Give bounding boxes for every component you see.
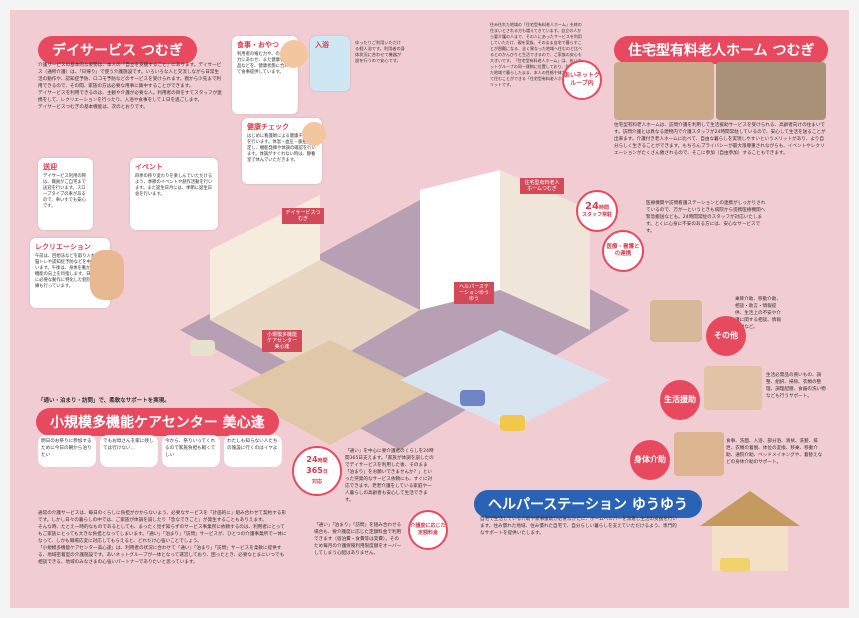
card-recreation-title: レクリエーション	[35, 243, 91, 251]
nursing-body: 住宅型有料老人ホームは、訪問介護を利用して生活援助サービスを受けられる、高齢者向…	[614, 123, 826, 156]
comic-4: わたしも知らない人たちの施設に行くのはイヤよ	[224, 435, 282, 467]
helper-floor	[400, 330, 610, 430]
nursing-tower-side	[500, 170, 590, 330]
fee-badge: 介護度に応じた定額料金	[408, 510, 448, 550]
fee-text: 「通い」「泊まり」「訪問」を組み合わせる場合も、要介護度に応じた定額料金で利用で…	[314, 523, 402, 556]
hours-unit: 時間	[317, 458, 328, 464]
group-text: 住み住れた地域の「住宅型有料老人ホーム」を終の住まいとされる方も増えてきています…	[490, 22, 582, 87]
service-body-badge: 身体介助	[630, 440, 670, 480]
recreation-illustration	[90, 250, 124, 300]
card-meal-text: 利用者の噛む力や、のみこむ力にあわせ、また健康管や食品などを、健康状態に合わせて…	[237, 52, 293, 75]
dayservice-title: デイサービス つむぎ	[38, 36, 197, 64]
service-body-photo	[674, 432, 724, 476]
hours-badge: 24時間 365日 対応	[292, 446, 342, 496]
nursing-tower	[420, 170, 500, 310]
medical-text: 医療機関や訪問看護ステーションとの連携がしっかりされているので、万が一というとき…	[646, 201, 766, 234]
car-icon	[460, 390, 485, 406]
service-life-photo	[704, 366, 762, 410]
comic-2: でもお母さんを家に残しては行けない…	[100, 435, 158, 467]
service-other-text: 乗降介助、移動介助、相談・助言・情報提供、生活上の不安や介護に関する相談、情報提…	[735, 297, 781, 330]
comic-3: 今から、祭りいってくれるので家族負担も軽くてしい	[162, 435, 220, 467]
days-num: 365	[306, 466, 323, 475]
card-health-text: はじめに看護師による健康チェックを行います。体温・血圧・脈拍を測定し、機能発揮や…	[247, 134, 316, 163]
card-event-text: 四季の移り変わりを楽しんでいただけるよう、季節のイベントや創作活動を行います。ま…	[135, 174, 213, 197]
hours-num: 24	[306, 455, 318, 464]
card-event-title: イベント	[135, 163, 163, 171]
house-illustration	[700, 491, 800, 572]
card-bath-image: 入浴	[310, 36, 350, 91]
helper-body: 自宅で生活している介助や家事援助が必要なかたに、ホームヘルパーを派遣し生活の支援…	[480, 517, 678, 536]
service-life-badge: 生活援助	[660, 380, 700, 420]
days-unit: 日	[322, 469, 328, 475]
staff-label: スタッフ常駐	[581, 212, 612, 218]
card-transport-text: デイサービス利用の際は、職員がご自宅まで送迎を行います。スロープタイプの車がある…	[43, 174, 86, 209]
card-bath-title: 入浴	[315, 41, 329, 49]
card-bath-text: ゆったりご利用いただける個人浴です。利用者の身体状況に合わせて機器が設を行うので…	[355, 40, 405, 63]
brochure-page: デイサービス つむぎ 介護サービスの基本的な姿勢は、本人の「自立を支援すること」…	[10, 10, 849, 608]
staff-unit: 時間	[598, 205, 609, 211]
nursing-photo-tv	[716, 62, 826, 120]
service-other-photo	[650, 300, 702, 342]
comic-strip: 明日のお祭りに参加するために今日の朝から泊りたい でもお母さんを家に残しては行け…	[38, 435, 288, 505]
service-body-text: 食事、洗面、入浴、部分浴、清拭、洗髪、排泄、衣類の着脱、体位の変換、移乗、移動介…	[726, 439, 823, 465]
dayservice-wall	[210, 195, 320, 320]
card-recreation-text: 午前は、回想法などを取り入れた、脳トレや認知症予防などを中心に行います。午後は、…	[35, 254, 104, 289]
map-label-smallscale: 小規模多機能ケアセンター美心逢	[262, 330, 302, 352]
hours-text: 「通い」を中心に要介護者のくらしを24時間365日支えます。「家族が体調を崩した…	[345, 449, 434, 503]
map-label-dayservice: デイサービスつむぎ	[282, 208, 324, 224]
helper-title: ヘルパーステーション ゆうゆう	[474, 490, 702, 518]
map-label-nursing: 住宅型有料老人ホームつむぎ	[520, 178, 564, 194]
card-transport-title: 送迎	[43, 163, 57, 171]
health-illustration	[302, 122, 326, 146]
smallscale-floor	[230, 340, 430, 445]
nursing-title: 住宅型有料老人ホーム つむぎ	[614, 36, 829, 64]
comic-1: 明日のお祭りに参加するために今日の朝から泊りたい	[38, 435, 96, 467]
group-badge: あいネットグループ内	[562, 60, 602, 100]
nursing-photo-living	[614, 62, 714, 120]
card-health-title: 健康チェック	[247, 123, 289, 131]
tagline: 「通い・泊まり・訪問」で、柔軟なサポートを実現。	[38, 398, 170, 404]
meal-illustration	[280, 40, 308, 68]
staff-badge: 24時間 スタッフ常駐	[576, 190, 618, 232]
hours-note: 対応	[311, 479, 322, 485]
car-icon-yellow	[500, 415, 525, 431]
card-meal-title: 食事・おやつ	[237, 41, 279, 49]
smallscale-body: 通常の介護サービスは、毎日のくらしに負担がかからないよう、必要なサービスを「計画…	[38, 511, 287, 565]
staff-num: 24	[585, 201, 599, 212]
medical-badge: 医療・看護との連携	[602, 230, 644, 272]
card-transport: 送迎 デイサービス利用の際は、職員がご自宅まで送迎を行います。スロープタイプの車…	[38, 158, 93, 230]
smallscale-title: 小規模多機能ケアセンター 美心逢	[36, 408, 279, 436]
map-label-helper: ヘルパーステーションゆうゆう	[454, 282, 494, 304]
dayservice-body: 介護サービスの基本的な姿勢は、本人の「自立を支援すること」にあります。デイサービ…	[38, 63, 222, 110]
card-event: イベント 四季の移り変わりを楽しんでいただけるよう、季節のイベントや創作活動を行…	[130, 158, 218, 230]
car-icon-white	[190, 340, 215, 356]
service-other-badge: その他	[706, 316, 746, 356]
service-life-text: 生活必需品の買いもの、調整、組択、掃除、衣類の整理、調理配膳、食器の洗い物なども…	[766, 373, 826, 399]
